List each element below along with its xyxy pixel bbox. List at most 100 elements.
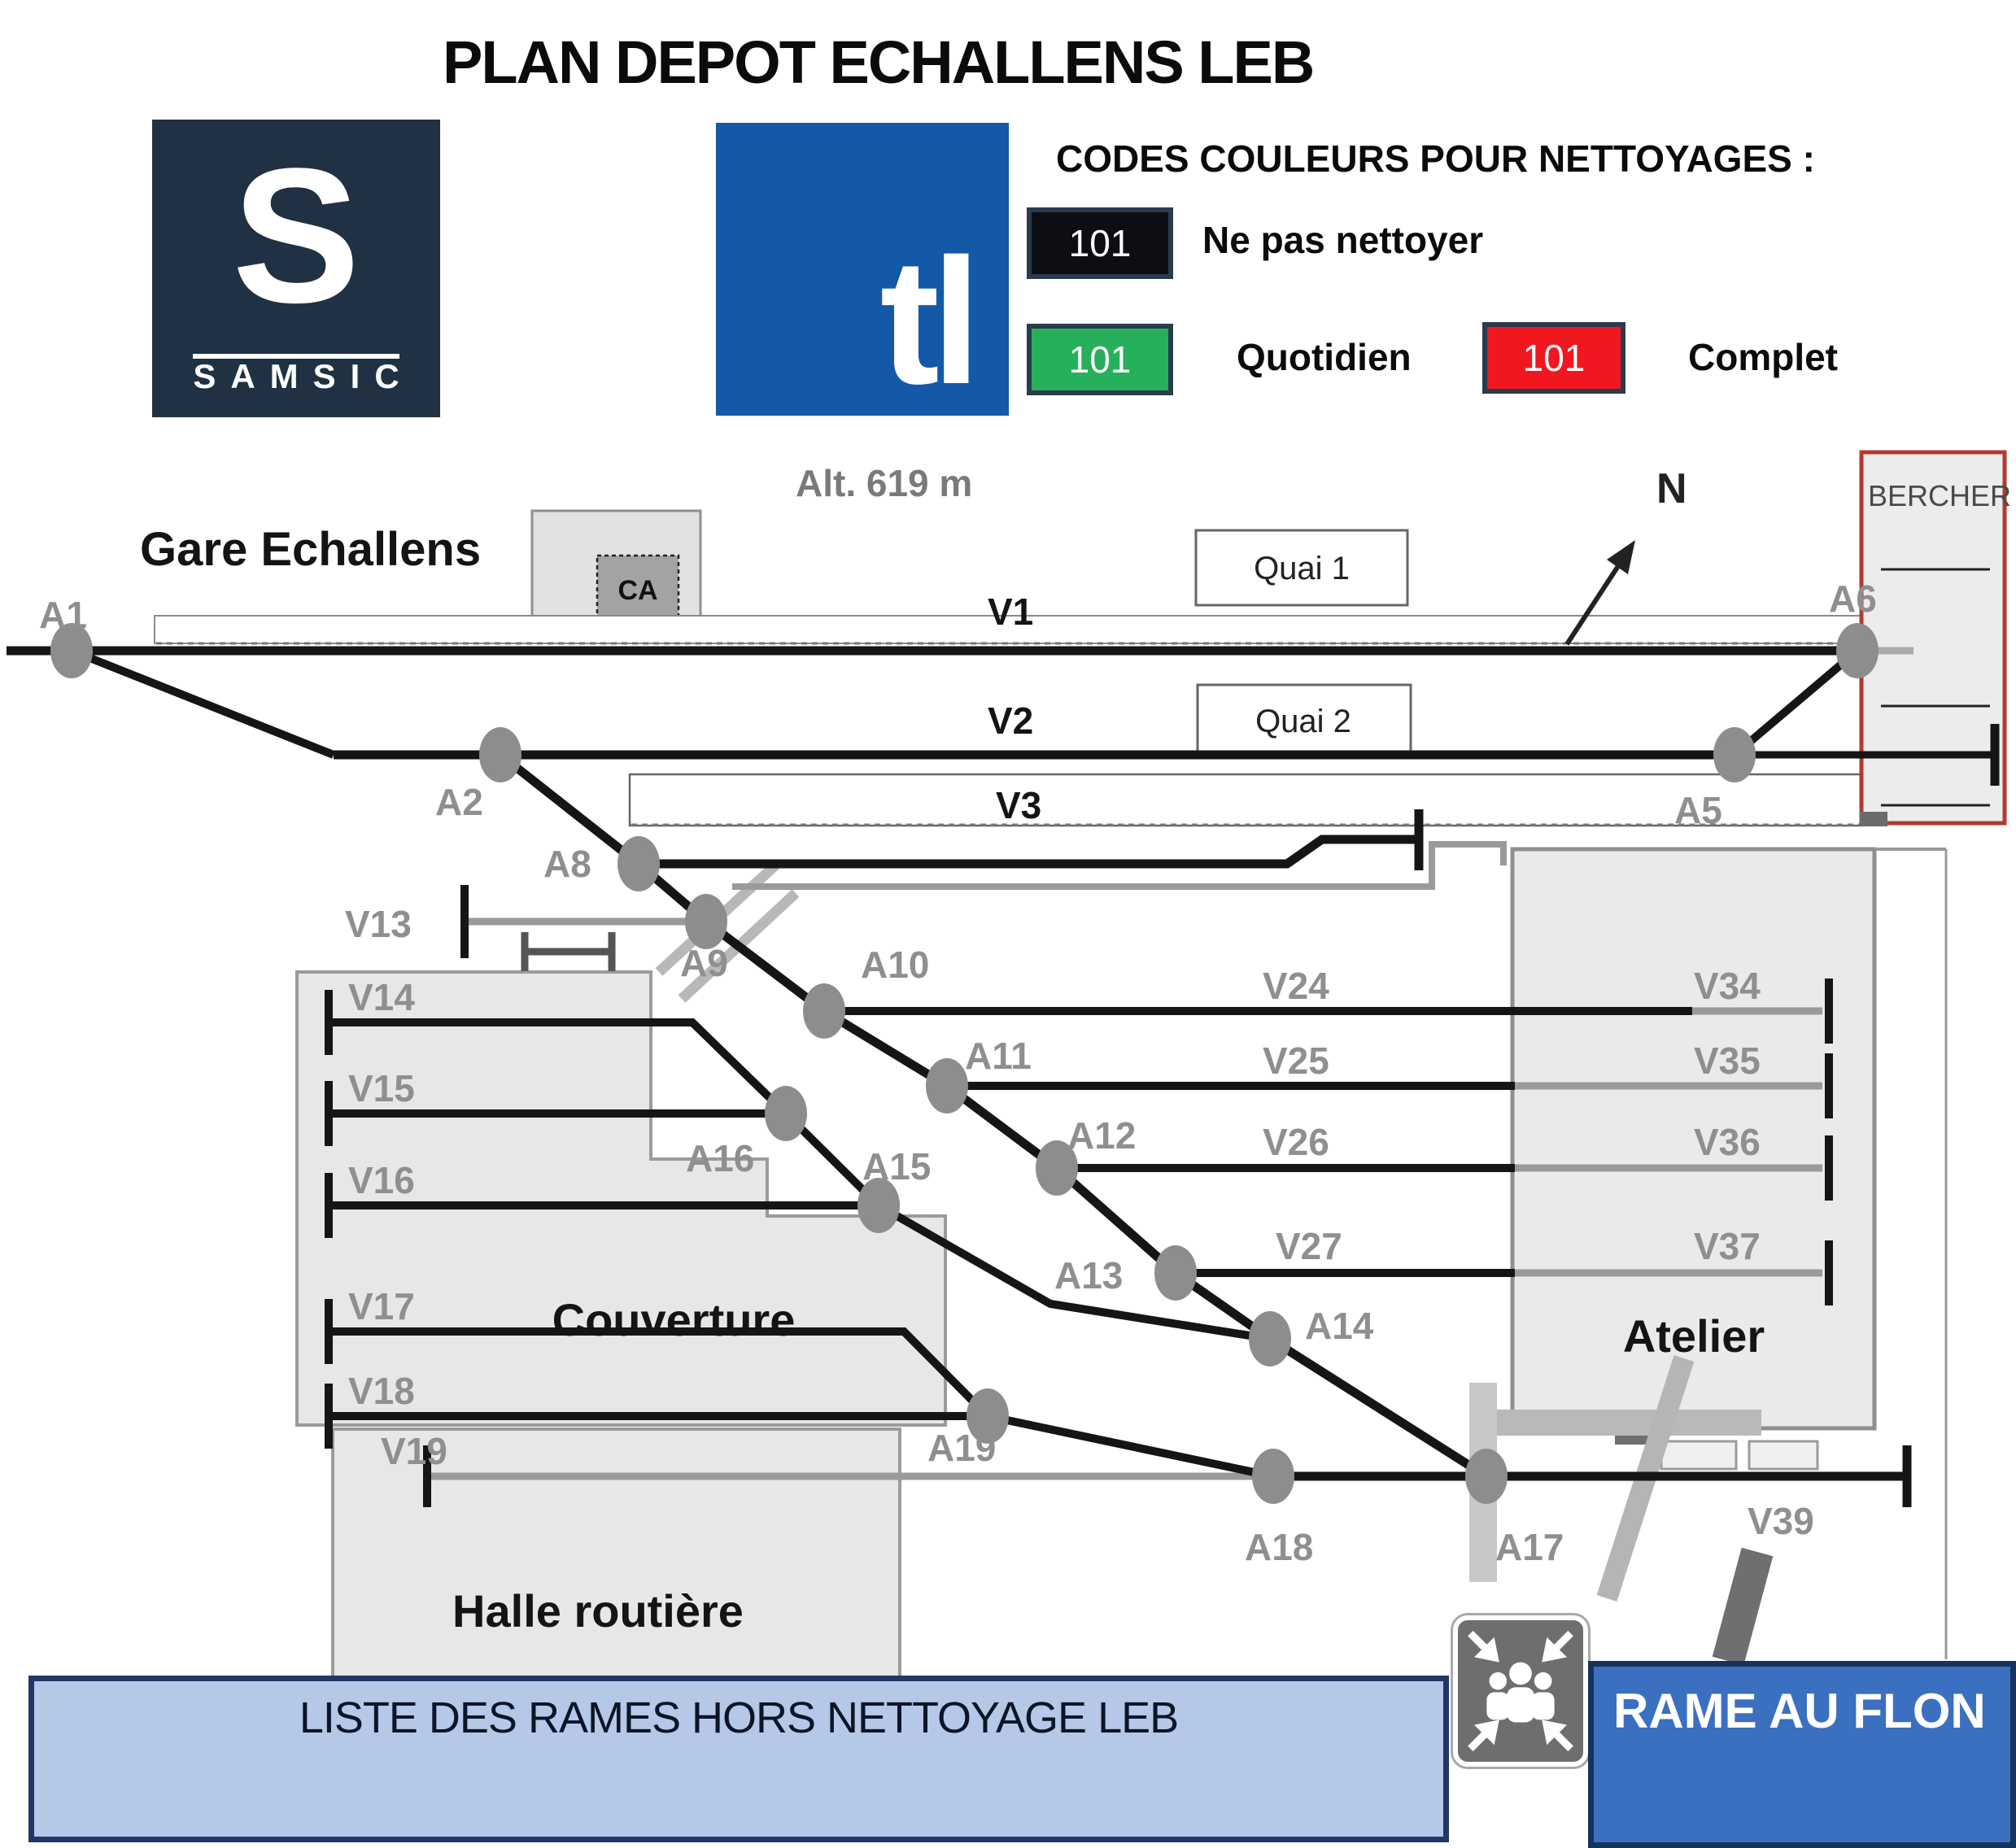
liste-rames-banner: LISTE DES RAMES HORS NETTOYAGE LEB — [28, 1676, 1449, 1842]
switch-label-a9: A9 — [680, 942, 728, 984]
switch-node-a13 — [1154, 1245, 1197, 1301]
altitude-label: Alt. 619 m — [796, 462, 972, 504]
boundary-gate-marker — [1860, 812, 1887, 826]
track-label-v14: V14 — [348, 976, 415, 1018]
quai1-box — [1194, 529, 1409, 607]
track-v1-label: V1 — [988, 591, 1033, 633]
switch-node-a11 — [926, 1058, 968, 1114]
tl-logo: tl — [716, 123, 1009, 416]
switch-label-a14: A14 — [1305, 1305, 1374, 1347]
switch-label-a8: A8 — [543, 843, 591, 885]
switch-node-a12 — [1036, 1140, 1078, 1196]
track-a19-a18 — [986, 1412, 1275, 1480]
legend-code: 101 — [1522, 337, 1586, 379]
samsic-divider — [193, 354, 399, 359]
track-label-v35: V35 — [1694, 1040, 1761, 1082]
switch-node-a1 — [50, 623, 93, 678]
switch-label-a1: A1 — [39, 594, 87, 636]
switch-label-a10: A10 — [861, 944, 929, 986]
track-label-v27: V27 — [1276, 1225, 1342, 1267]
north-arrow — [1564, 540, 1635, 646]
switch-node-a2 — [479, 727, 521, 782]
ca-box — [596, 554, 680, 618]
halle-label: Halle routière — [452, 1585, 744, 1637]
assembly-point-pictogram — [1458, 1620, 1583, 1762]
annex-box-1 — [1660, 1440, 1738, 1471]
legend-label-complet: Complet — [1688, 336, 1838, 378]
legend-swatch-ne-pas-nettoyer: 101 — [1027, 207, 1173, 279]
people-group — [1486, 1662, 1555, 1723]
switch-node-a9 — [685, 894, 727, 949]
switch-node-a10 — [803, 983, 845, 1039]
track-label-v18: V18 — [348, 1370, 415, 1412]
legend-code: 101 — [1068, 338, 1132, 381]
legend-label-ne-pas-nettoyer: Ne pas nettoyer — [1202, 219, 1484, 261]
switch-label-a13: A13 — [1054, 1254, 1123, 1297]
liste-rames-banner-title: LISTE DES RAMES HORS NETTOYAGE LEB — [299, 1693, 1179, 1742]
track-label-v24: V24 — [1263, 965, 1329, 1007]
track-a1-branch — [70, 647, 335, 759]
rame-au-flon-banner: RAME AU FLON — [1588, 1661, 2016, 1848]
switch-node-a14 — [1249, 1311, 1291, 1366]
track-v17-line — [332, 1327, 991, 1419]
switch-label-a18: A18 — [1245, 1526, 1313, 1568]
track-label-v34: V34 — [1694, 965, 1761, 1007]
track-v14-line — [332, 1018, 789, 1117]
switch-label-a17: A17 — [1495, 1526, 1564, 1568]
track-label-v13: V13 — [345, 903, 412, 945]
switch-node-a18 — [1252, 1449, 1294, 1504]
track-a15-a14 — [876, 1201, 1271, 1343]
quai1-label: Quai 1 — [1254, 551, 1350, 586]
atelier-front-platform — [1497, 1410, 1761, 1436]
track-a9-east-gray — [732, 841, 1507, 890]
quai2-box — [1196, 683, 1412, 755]
track-label-v36: V36 — [1694, 1121, 1761, 1163]
legend-heading: CODES COULEURS POUR NETTOYAGES : — [1056, 137, 1815, 180]
track-a5-a6 — [1731, 647, 1861, 758]
track-label-v39: V39 — [1748, 1500, 1814, 1542]
samsic-s-icon: S — [232, 129, 360, 343]
gray-tracks — [431, 647, 1913, 1480]
switch-node-a17 — [1465, 1449, 1508, 1504]
switch-node-a19 — [967, 1388, 1009, 1444]
track-label-v15: V15 — [348, 1067, 415, 1109]
track-label-v16: V16 — [348, 1159, 415, 1201]
switch-node-a8 — [617, 836, 660, 891]
legend-swatch-quotidien: 101 — [1027, 324, 1173, 395]
track-v3-line — [639, 835, 1416, 869]
page-title: PLAN DEPOT ECHALLENS LEB — [443, 28, 1315, 96]
north-label: N — [1656, 465, 1687, 512]
track-label-v26: V26 — [1263, 1121, 1329, 1163]
couverture-building — [295, 970, 947, 1427]
annex-box-2 — [1748, 1440, 1819, 1471]
switch-label-a5: A5 — [1674, 789, 1722, 831]
legend-label-quotidien: Quotidien — [1237, 336, 1412, 378]
track-label-v19: V19 — [381, 1430, 447, 1472]
main-tracks — [7, 646, 2000, 1507]
atelier-label: Atelier — [1623, 1310, 1765, 1362]
track-label-v17: V17 — [348, 1285, 415, 1327]
track-v2-label: V2 — [988, 700, 1033, 742]
switch-node-a5 — [1713, 727, 1756, 782]
switch-label-a2: A2 — [435, 781, 483, 823]
assembly-point-icon — [1451, 1613, 1591, 1769]
tl-wordmark: tl — [879, 221, 981, 421]
track-label-v25: V25 — [1263, 1040, 1329, 1082]
switch-label-a15: A15 — [862, 1145, 931, 1188]
switch-label-a6: A6 — [1829, 578, 1877, 620]
bercher-label: BERCHER — [1868, 479, 2011, 512]
track-label-v37: V37 — [1694, 1225, 1761, 1267]
station-label: Gare Echallens — [140, 523, 481, 576]
ramp-dark — [1712, 1547, 1774, 1666]
switch-label-a19: A19 — [927, 1427, 996, 1469]
switch-label-a16: A16 — [686, 1137, 754, 1179]
switch-node-a15 — [857, 1178, 900, 1233]
switch-label-a12: A12 — [1067, 1114, 1136, 1157]
samsic-wordmark: SAMSIC — [193, 357, 414, 395]
switch-node-a6 — [1836, 623, 1879, 678]
track-v3-label: V3 — [996, 784, 1041, 826]
